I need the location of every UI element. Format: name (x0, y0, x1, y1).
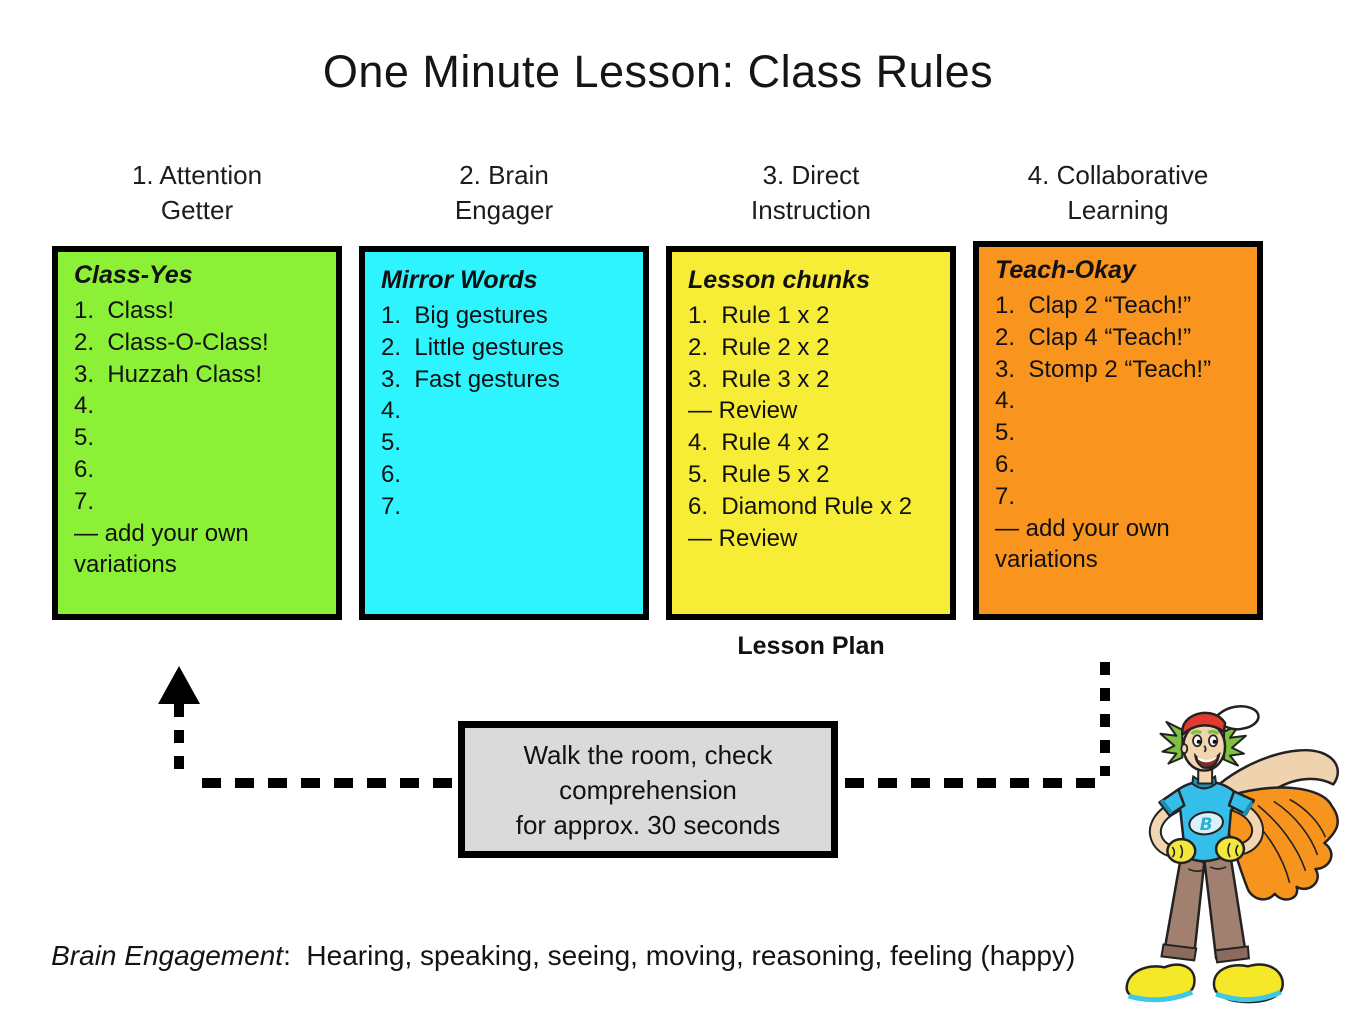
brain-engagement-note: Brain Engagement: Hearing, speaking, see… (20, 908, 1075, 1004)
shirt-letter: B (1200, 814, 1213, 834)
list-item: 7. (381, 492, 402, 520)
shirt-badge (1188, 811, 1224, 836)
list-item: 2. Little gestures (381, 333, 564, 361)
hair-right (1223, 722, 1247, 767)
brain-engagement-label: Brain Engagement (51, 940, 284, 971)
collaborative-learning-box: Teach-Okay 1. Clap 2 “Teach!” 2. Clap 4 … (973, 241, 1263, 620)
eyebrows (1190, 729, 1220, 736)
list-item: 5. (995, 419, 1016, 447)
brain-engagement-list: Hearing, speaking, seeing, moving, reaso… (306, 940, 1076, 971)
left-ear (1180, 743, 1189, 755)
attention-getter-box: Class-Yes 1. Class! 2. Class-O-Class! 3.… (52, 246, 342, 620)
box-title: Mirror Words (381, 266, 538, 294)
left-pupil (1196, 739, 1201, 744)
right-cuff (1213, 945, 1250, 964)
dashed-line-right-vertical (1100, 662, 1110, 776)
list-item: 2. Class-O-Class! (74, 328, 269, 356)
walk-box-line: Walk the room, check (523, 740, 773, 770)
right-shoe-sole (1215, 989, 1282, 1003)
left-pant-leg (1163, 847, 1206, 956)
walk-the-room-box: Walk the room, check comprehension for a… (458, 721, 838, 858)
cap (1181, 711, 1227, 737)
right-glove-fingers (1227, 842, 1239, 858)
walk-box-line: comprehension (559, 775, 737, 805)
list-item: 3. Rule 3 x 2 (688, 365, 830, 393)
pants-pockets (1187, 866, 1227, 872)
header-line: 3. Direct (762, 160, 860, 190)
superhero-mascot-illustration: B (1125, 705, 1339, 1004)
sleeve-trim (1159, 799, 1254, 817)
arrow-up-icon (158, 666, 200, 704)
header-line: 2. Brain (459, 160, 549, 190)
footer-separator: : (283, 940, 307, 971)
list-item: 1. Big gestures (381, 302, 548, 329)
box-title: Class-Yes (74, 261, 193, 289)
dashed-line-left-vertical (174, 704, 184, 780)
list-item: 4. (74, 392, 95, 420)
list-item: 5. (381, 429, 402, 457)
list-item: — Review (688, 524, 798, 552)
list-item: 6. Diamond Rule x 2 (688, 492, 913, 520)
list-item: 6. (74, 455, 95, 483)
left-shoe-sole (1127, 989, 1194, 1003)
list-item: 4. (381, 397, 402, 425)
left-glove (1166, 837, 1197, 865)
cap-bill (1216, 705, 1260, 731)
list-item: — Review (688, 397, 798, 425)
lesson-plan-label: Lesson Plan (737, 632, 885, 660)
list-item: 1. Rule 1 x 2 (688, 302, 830, 329)
header-line: 1. Attention (131, 160, 263, 190)
list-item: 3. Huzzah Class! (74, 360, 263, 388)
list-item: 4. Rule 4 x 2 (688, 429, 830, 457)
header-line: Learning (1067, 195, 1169, 225)
cape-lining (1211, 748, 1339, 805)
box-title: Lesson chunks (688, 266, 870, 294)
cape-fold-lines (1243, 798, 1327, 884)
right-pupil (1212, 739, 1217, 744)
list-item: 5. Rule 5 x 2 (688, 460, 830, 488)
nose (1203, 745, 1207, 753)
list-item: 3. Stomp 2 “Teach!” (995, 355, 1212, 383)
walk-box-line: for approx. 30 seconds (515, 810, 781, 840)
dashed-line-right-horizontal (845, 778, 1107, 788)
header-line: Engager (454, 195, 554, 225)
list-item: — add your own variations (74, 519, 256, 579)
left-glove-fingers (1171, 844, 1184, 859)
left-cuff (1160, 943, 1198, 962)
list-item: 6. (995, 450, 1016, 478)
list-item: 3. Fast gestures (381, 365, 560, 393)
list-item: 1. Class! (74, 297, 175, 324)
header-line: Getter (160, 195, 234, 225)
right-glove (1214, 835, 1246, 863)
column-header-direct-instruction: 3. Direct Instruction (666, 158, 956, 228)
column-header-brain-engager: 2. Brain Engager (359, 158, 649, 228)
teeth (1197, 755, 1218, 763)
direct-instruction-box: Lesson chunks 1. Rule 1 x 2 2. Rule 2 x … (666, 246, 956, 620)
list-item: 1. Clap 2 “Teach!” (995, 292, 1192, 319)
list-item: 2. Clap 4 “Teach!” (995, 323, 1192, 351)
column-header-attention-getter: 1. Attention Getter (52, 158, 342, 228)
box-title: Teach-Okay (995, 256, 1136, 284)
list-item: 4. (995, 387, 1016, 415)
list-item: 5. (74, 424, 95, 452)
list-item: 2. Rule 2 x 2 (688, 333, 830, 361)
list-item: 7. (74, 487, 95, 515)
header-line: 4. Collaborative (1027, 160, 1209, 190)
column-header-collaborative-learning: 4. Collaborative Learning (973, 158, 1263, 228)
list-item: 7. (995, 482, 1016, 510)
list-item: — add your own variations (995, 514, 1177, 574)
dashed-line-left-horizontal (202, 778, 458, 788)
list-item: 6. (381, 460, 402, 488)
brain-engager-box: Mirror Words 1. Big gestures 2. Little g… (359, 246, 649, 620)
header-line: Instruction (751, 195, 871, 225)
hair-left (1159, 720, 1184, 765)
page-title: One Minute Lesson: Class Rules (322, 46, 994, 97)
